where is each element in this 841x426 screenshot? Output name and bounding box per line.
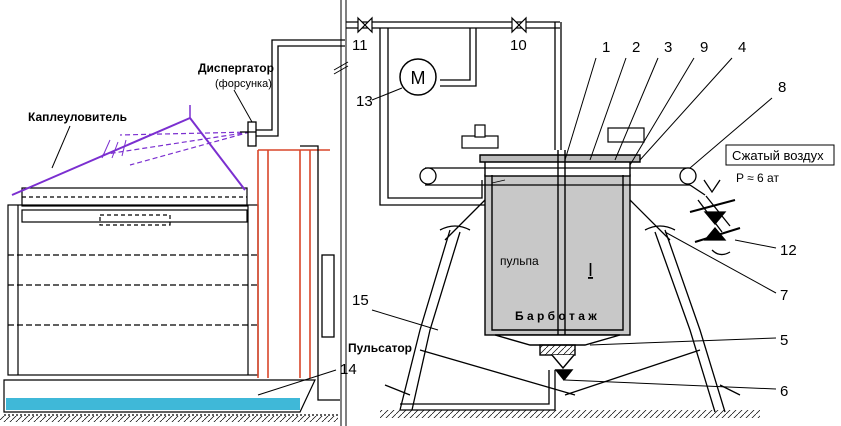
disperser-nozzle [240,39,345,401]
water-level [6,398,300,410]
label-droplet-catcher: Каплеуловитель [28,110,127,124]
callout-2: 2 [632,39,640,56]
callout-leader-4 [639,57,733,161]
callout-leader-13 [371,87,403,101]
callout-leader-3 [614,57,659,161]
callout-12: 12 [780,242,797,259]
callout-6: 6 [780,383,788,400]
motor: M [399,58,437,96]
callout-7: 7 [780,287,788,304]
callout-14: 14 [340,361,357,378]
callout-1: 1 [602,39,610,56]
callout-11: 11 [352,37,368,54]
support-stand [380,167,760,418]
label-pressure: P ≈ 6 ат [736,171,779,185]
pulsator-body [321,254,335,338]
air-inlet-valve [689,179,741,256]
callout-leader-9 [629,57,695,166]
callout-leader-5 [589,337,777,346]
callout-leader-12 [734,239,777,249]
label-pulsator: Пульсатор [348,341,412,355]
callout-13: 13 [356,93,373,110]
valve-10 [511,16,527,34]
callout-4: 4 [738,39,746,56]
label-bubbling: Б а р б о т а ж [515,309,597,323]
label-zone: I [588,260,593,280]
callout-leader-14 [257,369,337,396]
callout-5: 5 [780,332,788,349]
lid-handles [461,124,645,149]
callout-leader-6 [564,379,777,390]
spray-chamber [0,105,338,422]
callout-leader-15 [371,309,439,331]
label-nozzle: (форсунка) [215,78,272,90]
callout-leader-1 [564,57,597,161]
break-line [333,0,349,426]
callout-leader-8 [689,97,773,169]
text-labels: Каплеуловитель Диспергатор (форсунка) Пу… [28,61,835,355]
callout-9: 9 [700,39,708,56]
callout-8: 8 [778,79,786,96]
support-frame [257,149,330,378]
callout-10: 10 [510,37,527,54]
callout-15: 15 [352,292,369,309]
flotation-tank [479,150,641,382]
label-pulp: пульпа [500,254,539,268]
motor-label: M [411,68,426,88]
callout-leader-7 [664,231,777,294]
callout-3: 3 [664,39,672,56]
callout-leader-2 [589,57,627,161]
label-compressed-air: Сжатый воздух [732,148,824,163]
label-disperser: Диспергатор [198,61,274,75]
valve-11 [357,16,373,34]
